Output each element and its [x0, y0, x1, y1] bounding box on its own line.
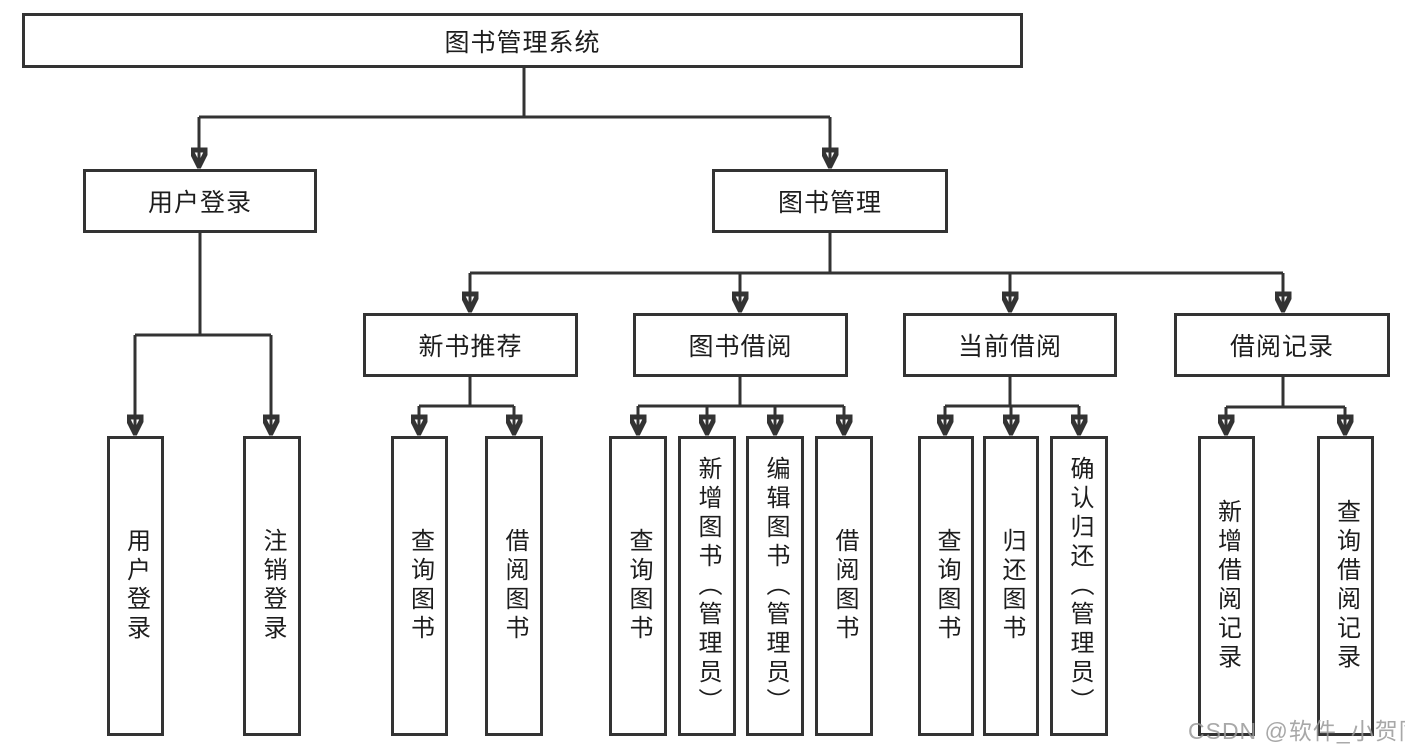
- node-new-book-recommend-label: 新书推荐: [418, 333, 523, 361]
- leaf-bb-query-books-label: 查询图书: [625, 528, 652, 644]
- leaf-br-add-record: 新增借阅记录: [1198, 436, 1255, 736]
- node-new-book-recommend: 新书推荐: [363, 313, 578, 377]
- node-current-borrow: 当前借阅: [903, 313, 1117, 377]
- node-book-borrow: 图书借阅: [633, 313, 848, 377]
- leaf-logout-label: 注销登录: [259, 528, 286, 644]
- leaf-logout: 注销登录: [243, 436, 301, 736]
- connector-root-trunk: [199, 68, 830, 119]
- leaf-bb-add-books-admin-label: 新增图书（管理员）: [694, 455, 721, 717]
- leaf-br-query-record-label: 查询借阅记录: [1332, 499, 1360, 673]
- node-root: 图书管理系统: [22, 13, 1023, 68]
- leaf-bb-add-books-admin: 新增图书（管理员）: [678, 436, 736, 736]
- leaf-nb-borrow-books-label: 借阅图书: [501, 528, 528, 644]
- leaf-user-login-label: 用户登录: [122, 528, 150, 644]
- connector-book-management-trunk: [470, 233, 1283, 275]
- leaf-nb-query-books-label: 查询图书: [406, 528, 434, 644]
- leaf-br-query-record: 查询借阅记录: [1317, 436, 1374, 736]
- leaf-bb-edit-books-admin-label: 编辑图书（管理员）: [762, 455, 789, 717]
- leaf-bb-borrow-books: 借阅图书: [815, 436, 873, 736]
- connector-book-borrow-trunk: [638, 377, 844, 408]
- node-book-management-label: 图书管理: [777, 189, 882, 217]
- leaf-nb-borrow-books: 借阅图书: [485, 436, 543, 736]
- connector-current-borrow-trunk: [945, 377, 1079, 408]
- leaf-user-login: 用户登录: [107, 436, 164, 736]
- leaf-cb-confirm-return-admin-label: 确认归还（管理员）: [1066, 455, 1093, 717]
- node-borrow-records: 借阅记录: [1174, 313, 1390, 377]
- leaf-bb-query-books: 查询图书: [609, 436, 667, 736]
- leaf-nb-query-books: 查询图书: [391, 436, 448, 736]
- leaf-cb-query-books: 查询图书: [918, 436, 974, 736]
- leaf-cb-return-books: 归还图书: [983, 436, 1039, 736]
- node-user-login-label: 用户登录: [147, 189, 252, 217]
- node-borrow-records-label: 借阅记录: [1229, 333, 1334, 361]
- node-current-borrow-label: 当前借阅: [957, 333, 1062, 361]
- connector-user-login-trunk: [135, 233, 271, 337]
- node-book-borrow-label: 图书借阅: [688, 333, 793, 361]
- leaf-bb-borrow-books-label: 借阅图书: [831, 528, 858, 644]
- node-user-login: 用户登录: [83, 169, 317, 233]
- leaf-cb-query-books-label: 查询图书: [933, 528, 960, 644]
- connector-new-book-trunk: [419, 377, 514, 408]
- leaf-cb-confirm-return-admin: 确认归还（管理员）: [1050, 436, 1108, 736]
- csdn-watermark: CSDN @软件_小贺同学: [1188, 718, 1405, 744]
- leaf-br-add-record-label: 新增借阅记录: [1213, 499, 1241, 673]
- node-root-label: 图书管理系统: [444, 28, 601, 57]
- node-book-management: 图书管理: [712, 169, 948, 233]
- leaf-bb-edit-books-admin: 编辑图书（管理员）: [746, 436, 804, 736]
- connector-borrow-records-trunk: [1226, 377, 1345, 409]
- leaf-cb-return-books-label: 归还图书: [998, 528, 1025, 644]
